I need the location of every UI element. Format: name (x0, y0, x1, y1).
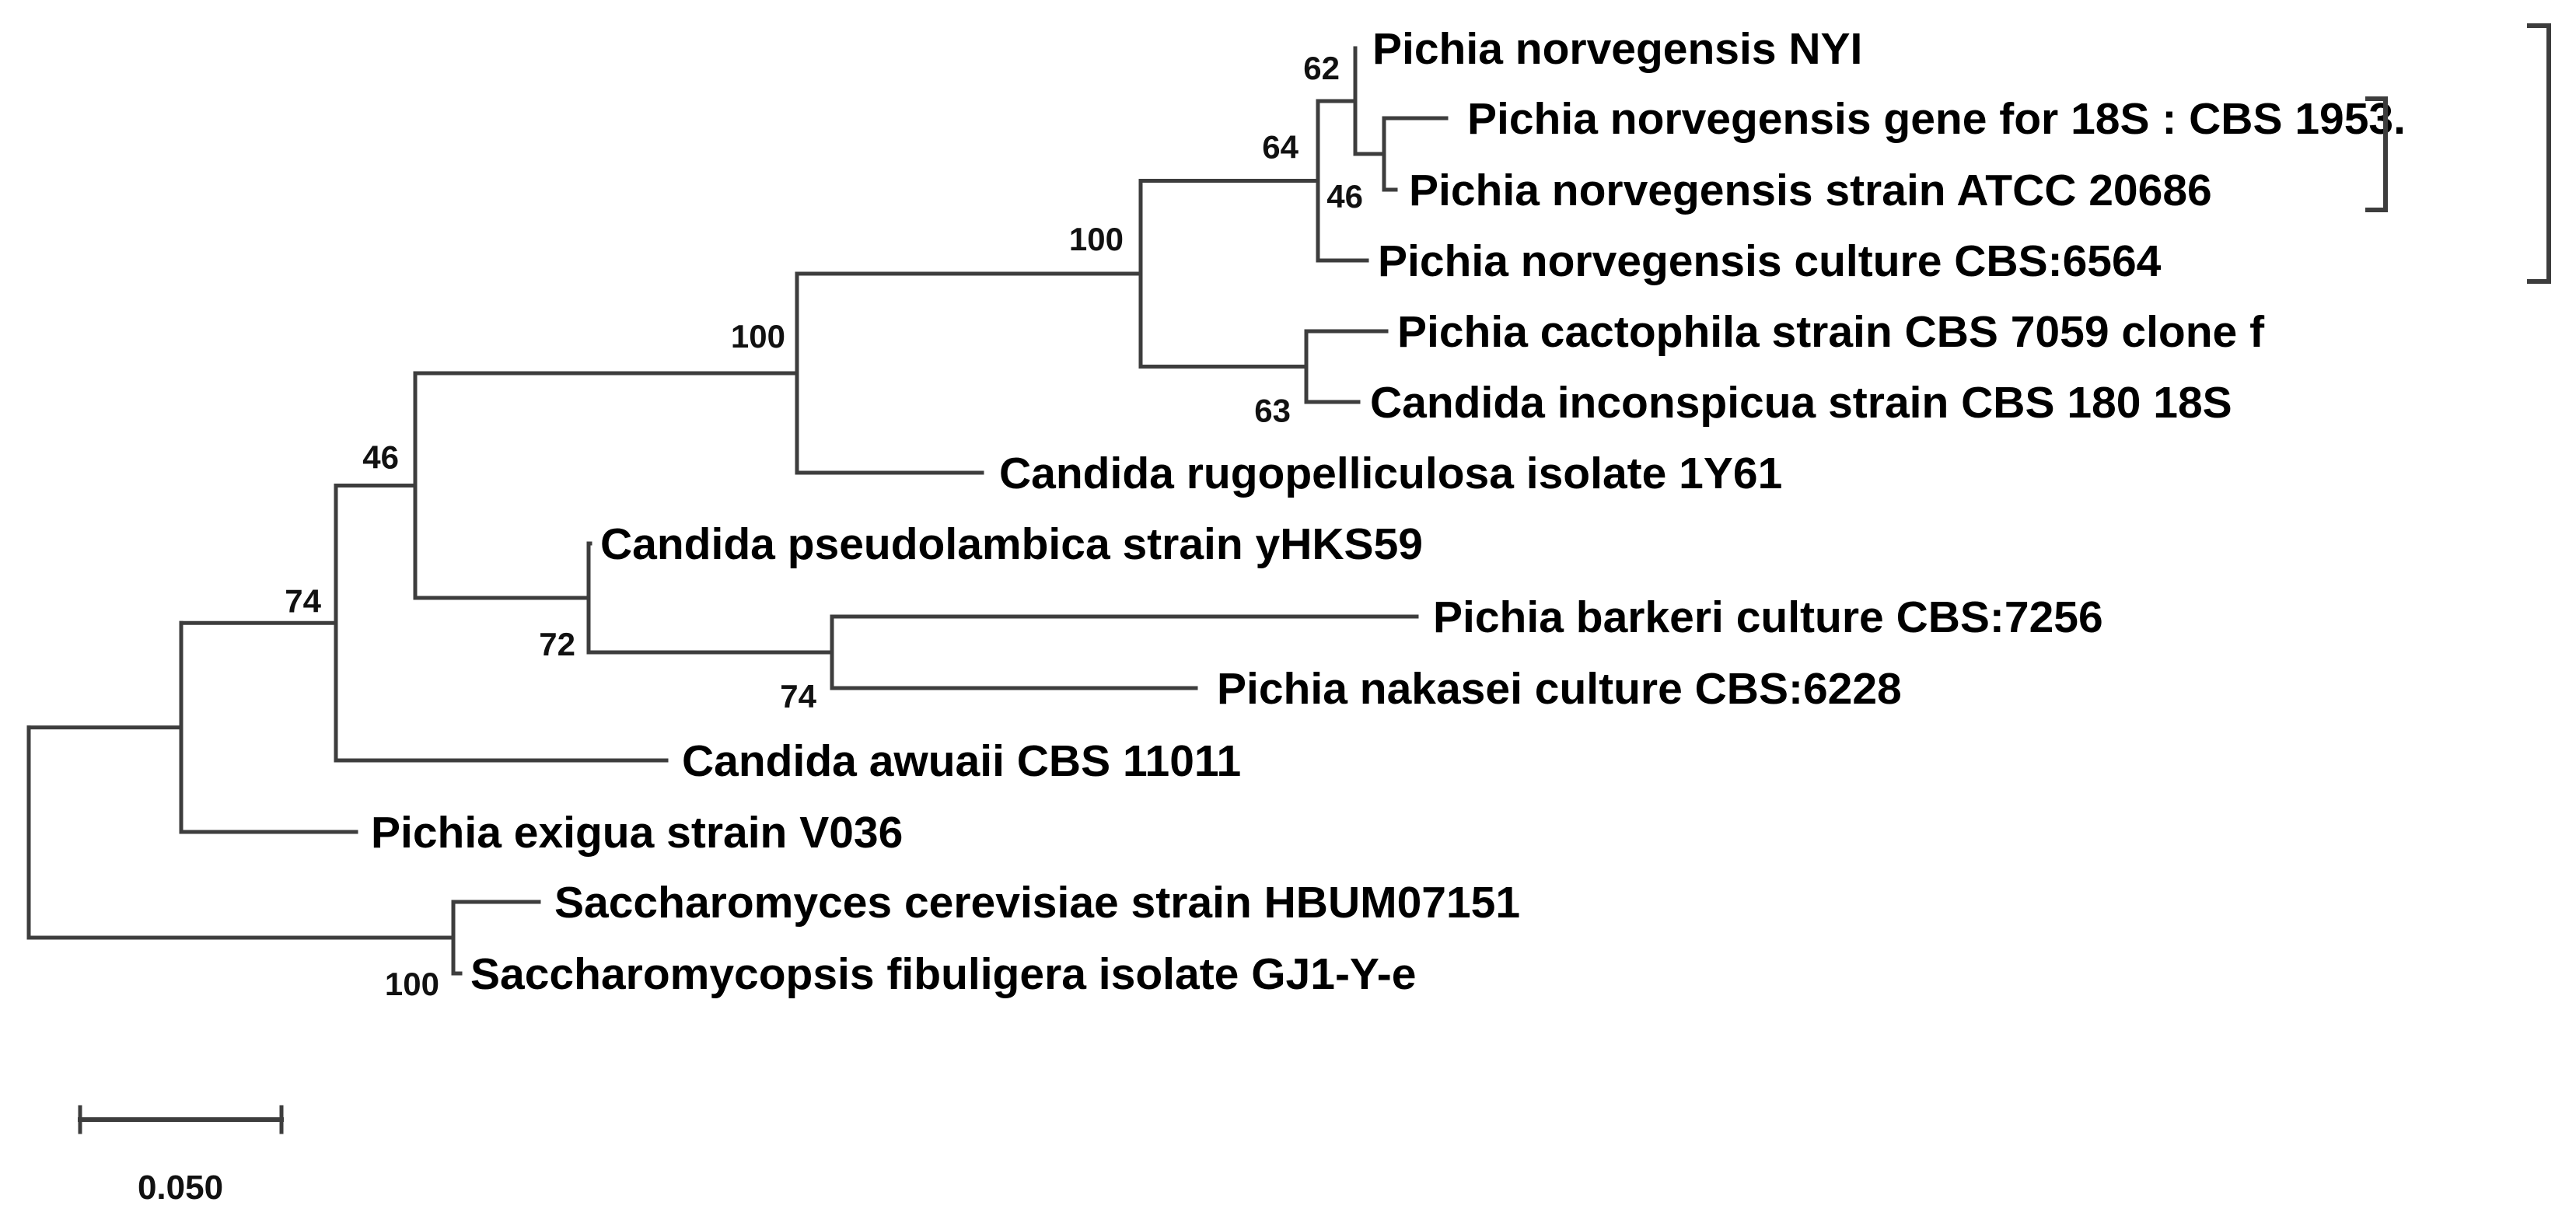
bootstrap-value: 64 (1262, 129, 1298, 166)
taxon-label: Pichia norvegensis NYI (1372, 24, 1862, 74)
taxon-label: Candida pseudolambica strain yHKS59 (600, 519, 1423, 569)
inner-norvegensis-bracket (2365, 96, 2388, 212)
taxon-label: Saccharomyces cerevisiae strain HBUM0715… (554, 878, 1520, 928)
bootstrap-value: 100 (385, 966, 439, 1002)
taxon-label: Candida awuaii CBS 11011 (682, 736, 1241, 786)
bootstrap-value: 46 (362, 439, 399, 476)
bootstrap-value: 100 (1069, 221, 1124, 257)
taxon-label: Pichia nakasei culture CBS:6228 (1217, 664, 1902, 714)
bootstrap-value: 63 (1254, 393, 1291, 429)
taxon-label: Pichia barkeri culture CBS:7256 (1433, 592, 2103, 642)
scale-bar-label: 0.050 (138, 1169, 223, 1207)
taxon-label: Candida rugopelliculosa isolate 1Y61 (999, 449, 1782, 498)
taxon-label: Pichia exigua strain V036 (371, 808, 903, 858)
bootstrap-value: 100 (731, 318, 785, 355)
bootstrap-value: 74 (780, 678, 816, 715)
taxon-label: Pichia cactophila strain CBS 7059 clone … (1397, 307, 2265, 357)
taxon-label: Pichia norvegensis strain ATCC 20686 (1409, 166, 2212, 215)
taxon-label: Pichia norvegensis culture CBS:6564 (1378, 236, 2162, 286)
bootstrap-value: 72 (539, 626, 575, 662)
outer-norvegensis-bracket (2527, 23, 2551, 284)
taxon-label: Pichia norvegensis gene for 18S : CBS 19… (1467, 94, 2406, 144)
taxon-label: Saccharomycopsis fibuligera isolate GJ1-… (470, 949, 1416, 999)
bootstrap-value: 74 (285, 582, 321, 619)
taxon-label: Candida inconspicua strain CBS 180 18S (1370, 378, 2232, 428)
bootstrap-value: 62 (1303, 50, 1340, 86)
bootstrap-value: 46 (1326, 178, 1363, 215)
